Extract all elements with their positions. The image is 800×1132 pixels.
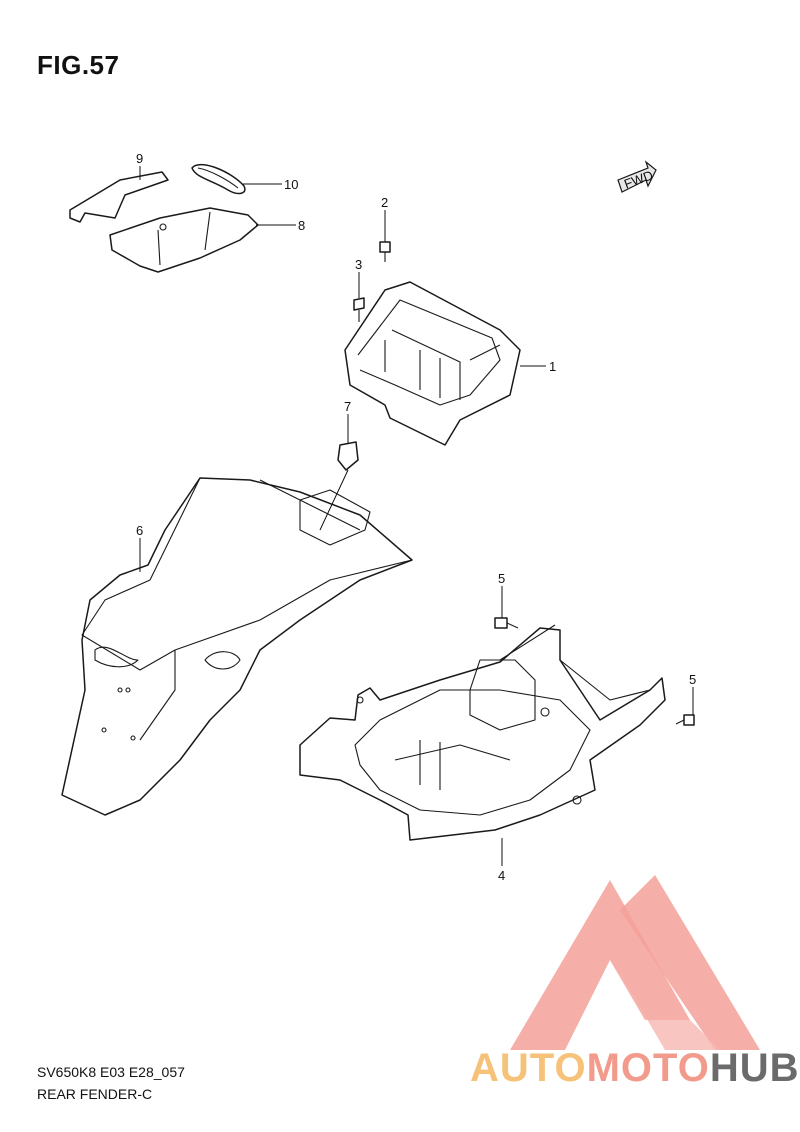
part-4-inner-fender [299, 624, 666, 841]
watermark-part-hub: HUB [709, 1046, 800, 1090]
part-8-tool-bag [109, 207, 259, 273]
part-5-bolt-upper [494, 617, 519, 629]
callout-8: 8 [298, 218, 305, 233]
watermark-text: AUTOMOTOHUB [470, 1046, 800, 1091]
part-10-band [191, 163, 246, 195]
callout-9: 9 [136, 151, 143, 166]
figure-title: FIG.57 [37, 50, 120, 80]
footer-code: SV650K8 E03 E28_057 [37, 1064, 185, 1080]
part-5-bolt-right [675, 714, 695, 726]
callout-2: 2 [381, 195, 388, 210]
callout-10: 10 [284, 177, 298, 192]
watermark-part-moto: MOTO [586, 1046, 710, 1090]
part-3-screw [353, 297, 365, 322]
callout-6: 6 [136, 523, 143, 538]
callout-1: 1 [549, 359, 556, 374]
footer-name: REAR FENDER-C [37, 1086, 153, 1102]
watermark-part-auto: AUTO [470, 1046, 587, 1090]
callout-7: 7 [344, 399, 351, 414]
callout-5-right: 5 [689, 672, 696, 687]
callout-4: 4 [498, 868, 505, 883]
part-1-battery-holder [344, 281, 521, 446]
part-6-rear-fender [61, 477, 413, 816]
callout-5-upper: 5 [498, 571, 505, 586]
leader-lines [139, 166, 694, 866]
callout-3: 3 [355, 257, 362, 272]
part-9-tool [69, 171, 169, 223]
part-2-bolt [379, 241, 391, 262]
fwd-arrow-icon: FWD [617, 160, 657, 193]
fwd-label: FWD [622, 167, 655, 191]
part-7-clip [337, 441, 359, 471]
watermark-logo-icon [510, 875, 760, 1050]
